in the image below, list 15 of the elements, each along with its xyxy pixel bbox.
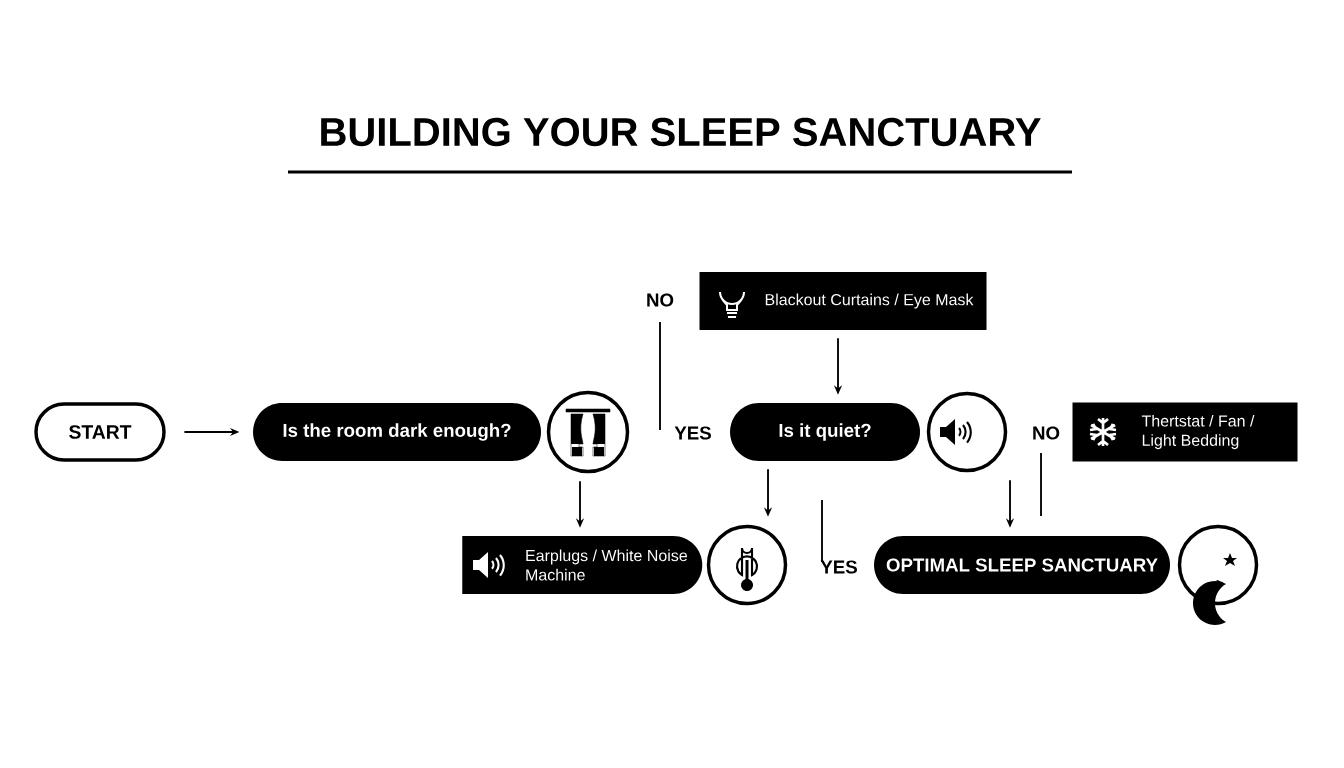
branch-label: YES: [674, 426, 711, 440]
branch-label: YES: [820, 560, 857, 574]
icon-circle: [926, 391, 1008, 473]
icon-circle: [1177, 524, 1259, 606]
action-box: Blackout Curtains / Eye Mask: [699, 272, 987, 330]
action-box: Earplugs / White Noise Machine: [462, 536, 703, 594]
start-terminal: START: [34, 402, 166, 462]
icon-circle: [706, 524, 788, 606]
process-pill: Is the room dark enough?: [253, 403, 541, 461]
process-pill: OPTIMAL SLEEP SANCTUARY: [874, 536, 1170, 594]
process-pill: Is it quiet?: [730, 403, 920, 461]
branch-label: NO: [647, 293, 674, 307]
title: BUILDING YOUR SLEEP SANCTUARY: [321, 117, 1041, 147]
action-box: Thertstat / Fan / Light Bedding: [1072, 402, 1298, 462]
branch-label: NO: [1033, 426, 1060, 440]
